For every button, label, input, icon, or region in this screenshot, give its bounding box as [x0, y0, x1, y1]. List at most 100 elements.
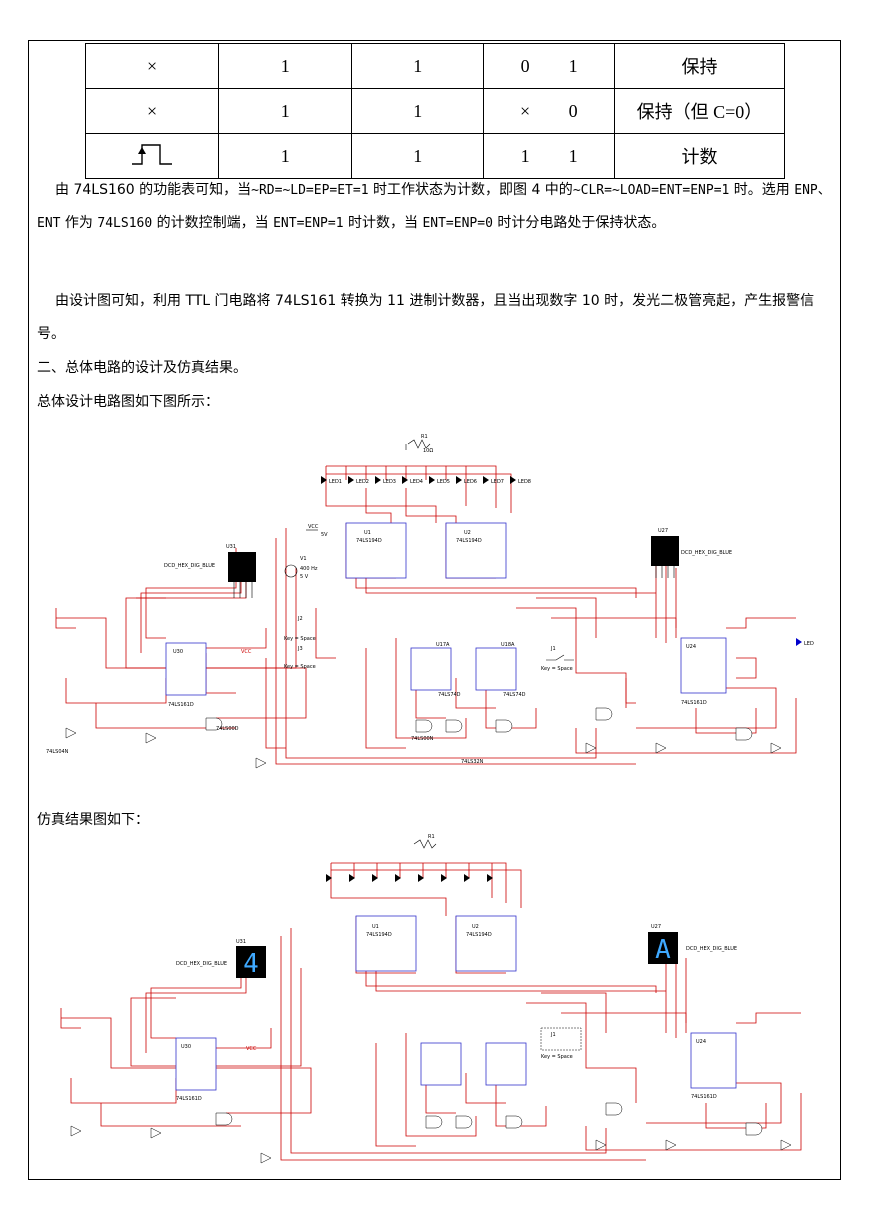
text-run: 74LS160 — [97, 216, 153, 231]
table-cell: 1 — [351, 133, 485, 179]
vcc-net-label: VCC — [241, 649, 252, 655]
text-run: 时计分电路处于保持状态。 — [492, 215, 666, 231]
svg-text:Key = Space: Key = Space — [541, 1054, 573, 1060]
svg-text:74LS00D: 74LS00D — [216, 726, 239, 732]
hex-display-u27: U27 A DCD_HEX_DIG_BLUE — [648, 924, 737, 965]
table-cell-value: 1 — [568, 145, 578, 166]
hex-display-u31: U31 DCD_HEX_DIG_BLUE — [164, 544, 256, 598]
svg-text:U27: U27 — [658, 528, 668, 534]
vcc-source: VCC 5V — [306, 524, 328, 538]
paragraph-simulation-caption: 仿真结果图如下： — [37, 812, 149, 828]
table-cell: 1 — [218, 43, 353, 89]
switch-j3: J3 Key = Space — [284, 646, 316, 670]
svg-text:LED3: LED3 — [383, 479, 396, 485]
svg-text:74LS161D: 74LS161D — [681, 700, 707, 706]
svg-text:U1: U1 — [364, 530, 371, 536]
text-run: 的计数控制端，当 — [152, 215, 274, 231]
svg-text:U24: U24 — [696, 1039, 706, 1045]
flipflop-u17 — [420, 1042, 462, 1086]
table-row: × 1 1 × 0 保持（但 C=0） — [84, 88, 786, 134]
svg-text:U24: U24 — [686, 644, 696, 650]
svg-text:74LS74D: 74LS74D — [503, 692, 526, 698]
svg-text:DCD_HEX_DIG_BLUE: DCD_HEX_DIG_BLUE — [681, 550, 732, 556]
svg-text:DCD_HEX_DIG_BLUE: DCD_HEX_DIG_BLUE — [164, 563, 215, 569]
svg-text:U18A: U18A — [501, 642, 515, 648]
flipflop-u18: U18A 74LS74D — [475, 642, 526, 698]
svg-text:LED6: LED6 — [464, 479, 477, 485]
svg-text:74LS194D: 74LS194D — [456, 538, 482, 544]
table-cell-value: × — [520, 100, 531, 121]
table-cell: × — [84, 88, 220, 134]
svg-text:LED8: LED8 — [518, 479, 531, 485]
svg-text:74LS32N: 74LS32N — [461, 759, 484, 765]
table-cell: × — [84, 43, 220, 89]
hex-display-u27: U27 DCD_HEX_DIG_BLUE — [651, 528, 732, 578]
svg-text:U1: U1 — [372, 924, 379, 930]
svg-text:U17A: U17A — [436, 642, 450, 648]
text-run: ENT=ENP=0 — [422, 216, 493, 231]
table-cell-value: 0 — [568, 100, 578, 121]
svg-text:74LS194D: 74LS194D — [366, 932, 392, 938]
text-run: ENP、ENT — [37, 183, 831, 231]
svg-text:LED5: LED5 — [437, 479, 450, 485]
paragraph-design-description: 由设计图可知，利用 TTL 门电路将 74LS161 转换为 11 进制计数器，… — [37, 293, 815, 342]
svg-text:VCC: VCC — [308, 524, 319, 530]
table-cell: 保持 — [613, 43, 786, 89]
flipflop-u17: U17A 74LS74D — [410, 642, 461, 698]
counter-u30: U30 74LS161D — [165, 642, 207, 708]
text-run: 74LS160 — [73, 182, 135, 198]
text-run: ~RD=~LD=EP=ET=1 — [251, 183, 369, 198]
svg-text:74LS161D: 74LS161D — [168, 702, 194, 708]
svg-text:LED1: LED1 — [329, 479, 342, 485]
text-run: 的功能表可知，当 — [134, 182, 252, 198]
svg-text:74LS194D: 74LS194D — [356, 538, 382, 544]
chip-u1: U1 74LS194D — [355, 915, 417, 972]
svg-text:74LS04N: 74LS04N — [46, 749, 69, 755]
counter-u24: U24 74LS161D — [680, 637, 727, 706]
svg-text:LED7: LED7 — [491, 479, 504, 485]
svg-text:LED4: LED4 — [410, 479, 423, 485]
table-cell: 1 — [351, 88, 485, 134]
resistor-r1: R1 — [413, 834, 437, 849]
svg-text:5V: 5V — [321, 532, 328, 538]
paragraph-schematic-caption: 总体设计电路图如下图所示： — [37, 394, 219, 410]
text-run: 时工作状态为计数，即图 4 中的 — [368, 182, 573, 198]
svg-text:U31: U31 — [236, 939, 246, 945]
text-run: 时计数，当 — [343, 215, 423, 231]
circuit-schematic-design: R1 10Ω LED1 LED2 LED3 LED4 LED5 LED6 LED… — [46, 434, 814, 769]
switch-j1: J1 Key = Space — [541, 646, 574, 672]
table-cell: 1 — [218, 88, 353, 134]
svg-text:Key = Space: Key = Space — [284, 664, 316, 670]
svg-text:LED: LED — [804, 641, 814, 647]
table-cell: 保持（但 C=0） — [613, 88, 786, 134]
text-run: 作为 — [60, 215, 98, 231]
svg-text:V1: V1 — [300, 556, 307, 562]
table-cell: 计数 — [613, 133, 786, 179]
svg-text:J1: J1 — [550, 1032, 556, 1038]
counter-u24: U24 74LS161D — [690, 1032, 737, 1100]
chip-u2: U2 74LS194D — [455, 915, 517, 972]
svg-text:U2: U2 — [464, 530, 471, 536]
svg-text:74LS00N: 74LS00N — [411, 736, 434, 742]
text-run: ENT=ENP=1 — [273, 216, 344, 231]
logic-gates — [70, 1102, 792, 1164]
svg-text:J1: J1 — [550, 646, 556, 652]
document-frame — [28, 40, 841, 1180]
section-heading: 二、总体电路的设计及仿真结果。 — [37, 360, 247, 376]
svg-text:10Ω: 10Ω — [423, 448, 433, 454]
svg-text:U30: U30 — [173, 649, 183, 655]
table-cell — [84, 133, 220, 179]
svg-text:A: A — [655, 935, 671, 965]
svg-text:74LS74D: 74LS74D — [438, 692, 461, 698]
svg-text:R1: R1 — [428, 834, 435, 840]
svg-text:U27: U27 — [651, 924, 661, 930]
text-run: ~CLR=~LOAD=ENT=ENP=1 — [572, 183, 730, 198]
svg-text:U2: U2 — [472, 924, 479, 930]
svg-text:R1: R1 — [421, 434, 428, 440]
chip-u2: U2 74LS194D — [445, 522, 507, 579]
